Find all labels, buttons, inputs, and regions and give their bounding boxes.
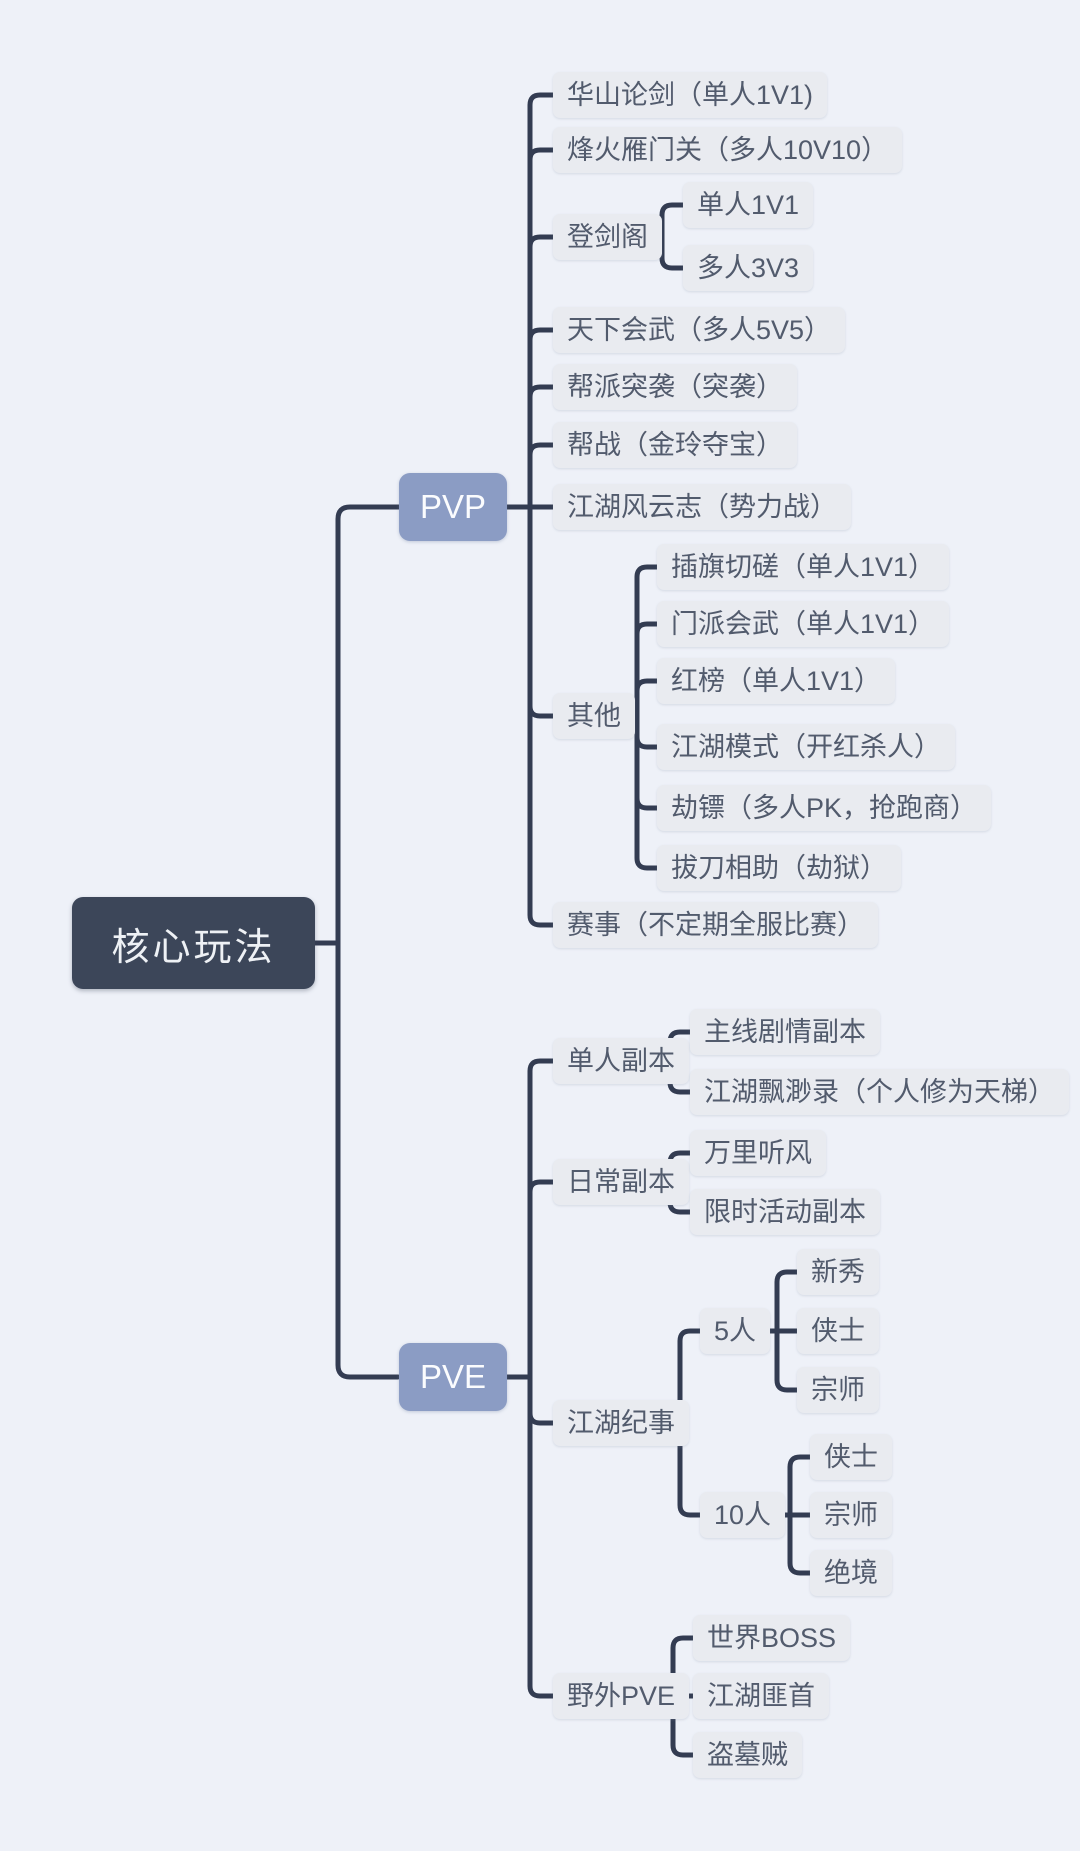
node-saishi[interactable]: 赛事（不定期全服比赛）	[553, 902, 878, 948]
node-jianghu-piaomiaolu[interactable]: 江湖飘渺录（个人修为天梯）	[690, 1069, 1069, 1115]
node-5ren[interactable]: 5人	[700, 1308, 771, 1354]
node-pvp[interactable]: PVP	[399, 473, 507, 541]
node-bangpai-tuxi[interactable]: 帮派突袭（突袭）	[553, 364, 797, 410]
node-hongbang[interactable]: 红榜（单人1V1）	[657, 658, 896, 704]
node-danren-fuben[interactable]: 单人副本	[553, 1038, 689, 1084]
node-5ren-xiashi[interactable]: 侠士	[797, 1308, 879, 1354]
node-yewai-pve[interactable]: 野外PVE	[553, 1673, 690, 1719]
node-xianshi-huodong-fuben[interactable]: 限时活动副本	[690, 1189, 880, 1235]
node-jiebiao[interactable]: 劫镖（多人PK，抢跑商）	[657, 785, 992, 831]
node-10ren-juejing[interactable]: 绝境	[810, 1550, 892, 1596]
node-wanli-tingfeng[interactable]: 万里听风	[690, 1130, 826, 1176]
node-chaqi-qiecuo[interactable]: 插旗切磋（单人1V1）	[657, 544, 950, 590]
node-10ren-zongshi[interactable]: 宗师	[810, 1492, 892, 1538]
node-qita[interactable]: 其他	[553, 693, 635, 739]
node-dengjiange[interactable]: 登剑阁	[553, 214, 662, 260]
node-bangzhan[interactable]: 帮战（金玲夺宝）	[553, 422, 797, 468]
node-10ren-xiashi[interactable]: 侠士	[810, 1434, 892, 1480]
node-jianghu-moshi[interactable]: 江湖模式（开红杀人）	[657, 724, 955, 770]
node-jianghu-fengyunzhi[interactable]: 江湖风云志（势力战）	[553, 484, 851, 530]
node-fenghuo-yanmenguan[interactable]: 烽火雁门关（多人10V10）	[553, 127, 903, 173]
node-shijie-boss[interactable]: 世界BOSS	[693, 1615, 851, 1661]
node-jianghu-jishi[interactable]: 江湖纪事	[553, 1400, 689, 1446]
node-richang-fuben[interactable]: 日常副本	[553, 1159, 689, 1205]
node-10ren[interactable]: 10人	[700, 1492, 786, 1538]
node-5ren-zongshi[interactable]: 宗师	[797, 1367, 879, 1413]
node-huashan-lunjian[interactable]: 华山论剑（单人1V1)	[553, 72, 828, 118]
node-daomuzei[interactable]: 盗墓贼	[693, 1732, 802, 1778]
node-jianghu-feishou[interactable]: 江湖匪首	[693, 1673, 829, 1719]
node-pve[interactable]: PVE	[399, 1343, 507, 1411]
node-tianxia-huiwu[interactable]: 天下会武（多人5V5）	[553, 307, 846, 353]
node-dengjiange-danren-1v1[interactable]: 单人1V1	[683, 182, 814, 228]
node-5ren-xinxiu[interactable]: 新秀	[797, 1249, 879, 1295]
node-badao-xiangzhu[interactable]: 拔刀相助（劫狱）	[657, 845, 901, 891]
node-menpai-huiwu[interactable]: 门派会武（单人1V1）	[657, 601, 950, 647]
node-dengjiange-duoren-3v3[interactable]: 多人3V3	[683, 245, 814, 291]
node-zhuxian-juqing-fuben[interactable]: 主线剧情副本	[690, 1009, 880, 1055]
node-root-hexin-wanfa[interactable]: 核心玩法	[72, 897, 315, 989]
